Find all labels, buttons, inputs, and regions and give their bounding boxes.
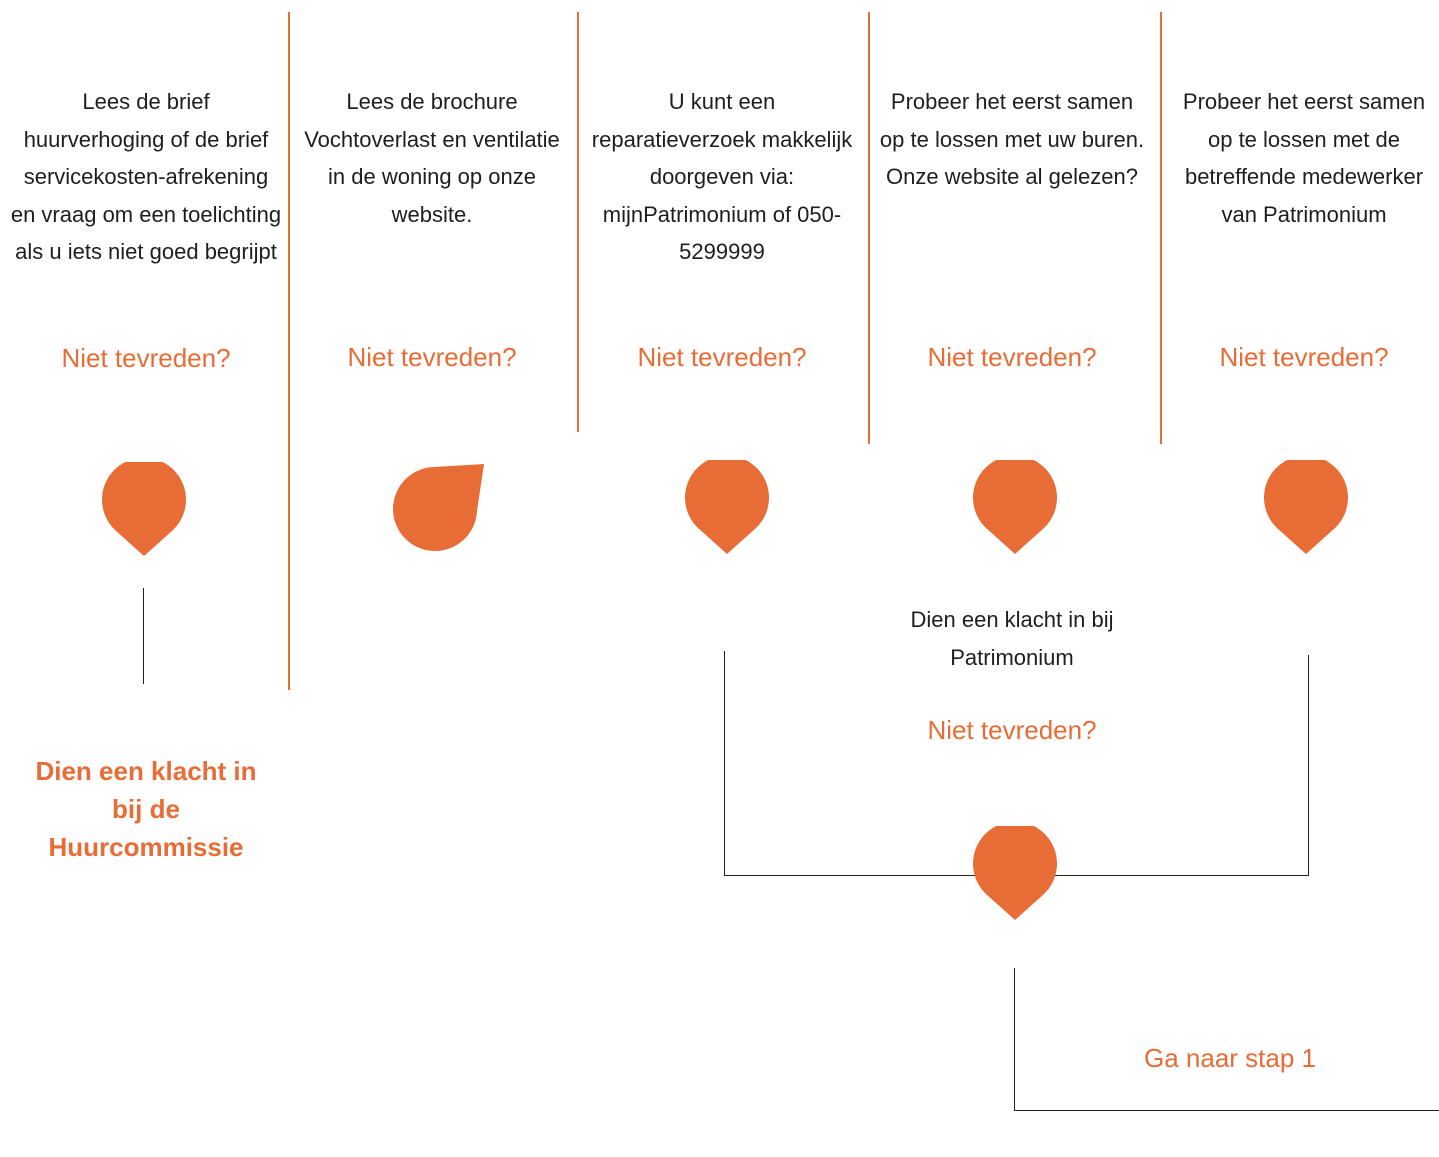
step-text-buren: Probeer het eerst samen op te lossen met… — [879, 89, 1145, 189]
bracket-right-line — [1308, 655, 1309, 876]
step-text-vochtoverlast: Lees de brochure Vochtoverlast en ventil… — [304, 89, 560, 227]
not-satisfied-label-5: Niet tevreden? — [1219, 342, 1389, 372]
goto-step-1-link[interactable]: Ga naar stap 1 — [1144, 1043, 1316, 1073]
not-satisfied-label-3: Niet tevreden? — [637, 342, 807, 372]
connector-line-huurcommissie — [143, 588, 144, 684]
location-pin-icon — [973, 826, 1057, 920]
column-divider-4 — [1160, 12, 1162, 444]
location-pin-icon — [1264, 460, 1348, 554]
step-text-reparatie: U kunt een reparatieverzoek makkelijk do… — [591, 89, 853, 264]
drop-icon — [393, 464, 484, 551]
step-text-medewerker: Probeer het eerst samen op te lossen met… — [1182, 89, 1426, 227]
return-connector-horizontal — [1014, 1110, 1439, 1111]
return-connector-vertical — [1014, 968, 1015, 1111]
not-satisfied-label-complaint: Niet tevreden? — [927, 715, 1097, 745]
step-text-huurverhoging: Lees de brief huurverhoging of de brief … — [10, 89, 282, 264]
bracket-left-line — [724, 651, 725, 876]
not-satisfied-label-4: Niet tevreden? — [927, 342, 1097, 372]
column-divider-1 — [288, 12, 290, 690]
complaint-patrimonium-text: Dien een klacht in bij Patrimonium — [910, 607, 1114, 670]
huurcommissie-label: Dien een klacht in bij de Huurcommissie — [35, 756, 257, 862]
location-pin-icon — [102, 462, 186, 556]
column-divider-3 — [868, 12, 870, 444]
location-pin-icon — [973, 460, 1057, 554]
not-satisfied-label-2: Niet tevreden? — [347, 342, 517, 372]
column-divider-2 — [577, 12, 579, 432]
not-satisfied-label-1: Niet tevreden? — [61, 343, 231, 373]
location-pin-icon — [685, 460, 769, 554]
